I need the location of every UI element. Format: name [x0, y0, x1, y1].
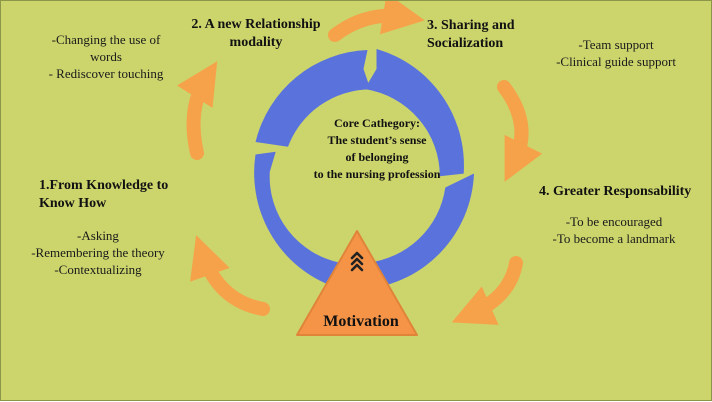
list-item: -Team support: [578, 37, 654, 52]
stage-2-title: 2. A new Relationship modality: [181, 16, 331, 52]
arrow-stage1-to-stage2: [177, 61, 218, 160]
motivation-triangle: [296, 230, 418, 336]
stage-4-items: -To be encouraged -To become a landmark: [539, 213, 689, 247]
list-item: -Clinical guide support: [556, 54, 676, 69]
triple-chevron-up-icon: [350, 251, 364, 272]
motivation-label: Motivation: [323, 313, 399, 330]
stage-title-line: Socialization: [427, 36, 504, 51]
core-category-line: Core Cathegory:: [333, 116, 421, 130]
arrow-stage3-to-stage4: [497, 80, 543, 182]
list-item: -To become a landmark: [552, 231, 676, 246]
stage-title-line: 2. A new Relationship: [191, 17, 321, 32]
stage-4-title: 4. Greater Responsability: [539, 183, 691, 201]
list-item: -Changing the use of: [51, 32, 161, 47]
stage-1-title: 1.From Knowledge to Know How: [39, 177, 168, 213]
list-item: -Contextualizing: [54, 262, 142, 277]
stage-1-items: -Asking -Remembering the theory -Context…: [23, 227, 173, 278]
core-category-text: Core Cathegory: The student’s sense of b…: [306, 115, 448, 183]
list-item: words: [90, 49, 122, 64]
stage-title-line: 3. Sharing and: [427, 18, 515, 33]
core-category-line: to the nursing profession: [313, 167, 441, 181]
core-category-line: The student’s sense: [327, 133, 427, 147]
arrow-stage2-to-stage3: [328, 1, 425, 42]
stage-2-items: -Changing the use of words - Rediscover …: [31, 31, 181, 82]
stage-title-line: modality: [229, 35, 283, 50]
cycle-ring-segment-top: [364, 49, 464, 177]
cycle-ring-segment-bottom-right: [365, 173, 474, 289]
stage-title-line: 1.From Knowledge to: [39, 178, 169, 193]
list-item: -Asking: [77, 228, 119, 243]
list-item: - Rediscover touching: [48, 66, 164, 81]
list-item: -To be encouraged: [565, 214, 663, 229]
arrow-stage4-to-motivation: [451, 256, 523, 325]
cycle-ring-segment-top-left: [255, 50, 371, 147]
stage-title-line: 4. Greater Responsability: [539, 184, 692, 199]
stage-3-items: -Team support -Clinical guide support: [541, 36, 691, 70]
core-category-line: of belonging: [345, 150, 409, 164]
arrow-motivation-to-stage1: [190, 235, 270, 316]
stage-title-line: Know How: [39, 196, 107, 211]
stage-3-title: 3. Sharing and Socialization: [427, 17, 515, 53]
list-item: -Remembering the theory: [31, 245, 165, 260]
